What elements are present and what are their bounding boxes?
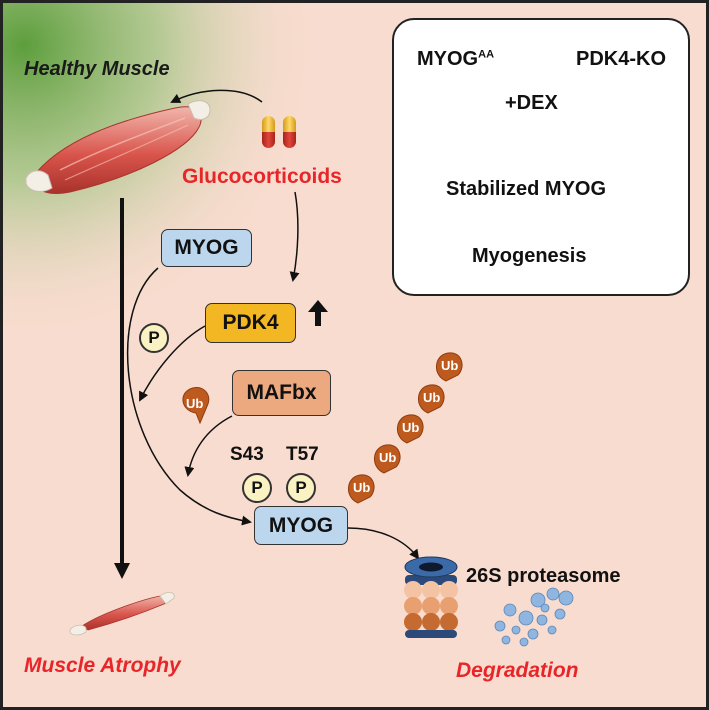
arrow-myog-to-proteasome — [347, 527, 420, 560]
phospho-circle: P — [139, 323, 169, 353]
ub-chain-label-5: Ub — [441, 358, 458, 373]
arrow-gc-to-pdk4 — [289, 191, 300, 282]
muscle-atrophy-label: Muscle Atrophy — [24, 654, 181, 677]
degradation-label: Degradation — [456, 659, 579, 682]
atrophied-muscle-illustration — [69, 592, 175, 636]
healthy-muscle-label: Healthy Muscle — [24, 58, 170, 80]
phospho-t57: P — [286, 473, 316, 503]
healthy-muscle-illustration — [25, 100, 211, 194]
myog-box-bottom: MYOG — [254, 506, 348, 545]
ub-chain-label-3: Ub — [402, 420, 419, 435]
pill-capsule-icon — [262, 116, 296, 148]
arrow-mafbx-ubiquitination — [184, 415, 233, 477]
pdk4-box: PDK4 — [205, 303, 296, 343]
pdk4-ko-label: PDK4-KO — [576, 48, 667, 70]
arrow-gc-to-healthy — [170, 89, 263, 103]
proteasome-label: 26S proteasome — [466, 565, 621, 587]
mafbx-box: MAFbx — [232, 370, 331, 416]
myog-aa-superscript: AA — [478, 48, 495, 61]
ub-tag — [182, 387, 210, 425]
glucocorticoids-label: Glucocorticoids — [182, 165, 342, 188]
myog-aa-label: MYOGAA — [417, 48, 495, 70]
arrow-myog-to-myog — [126, 267, 252, 526]
stabilized-myog-label: Stabilized MYOG — [446, 178, 607, 200]
proteasome-icon — [404, 556, 458, 638]
increase-arrow-icon — [308, 300, 328, 326]
ub-chain-label-2: Ub — [379, 450, 396, 465]
ub-chain-label-4: Ub — [423, 390, 440, 405]
ub-label: Ub — [186, 396, 203, 411]
s43-label: S43 — [230, 444, 264, 465]
phospho-s43: P — [242, 473, 272, 503]
t57-label: T57 — [286, 444, 319, 465]
ub-chain — [348, 352, 463, 504]
dex-label: +DEX — [505, 92, 558, 114]
inset-panel — [392, 18, 690, 296]
myogenesis-label: Myogenesis — [472, 245, 587, 267]
degraded-fragments — [494, 587, 574, 647]
arrow-pdk4-phosphorylation — [139, 325, 206, 402]
ub-chain-label-1: Ub — [353, 480, 370, 495]
myog-box-top: MYOG — [161, 229, 252, 267]
